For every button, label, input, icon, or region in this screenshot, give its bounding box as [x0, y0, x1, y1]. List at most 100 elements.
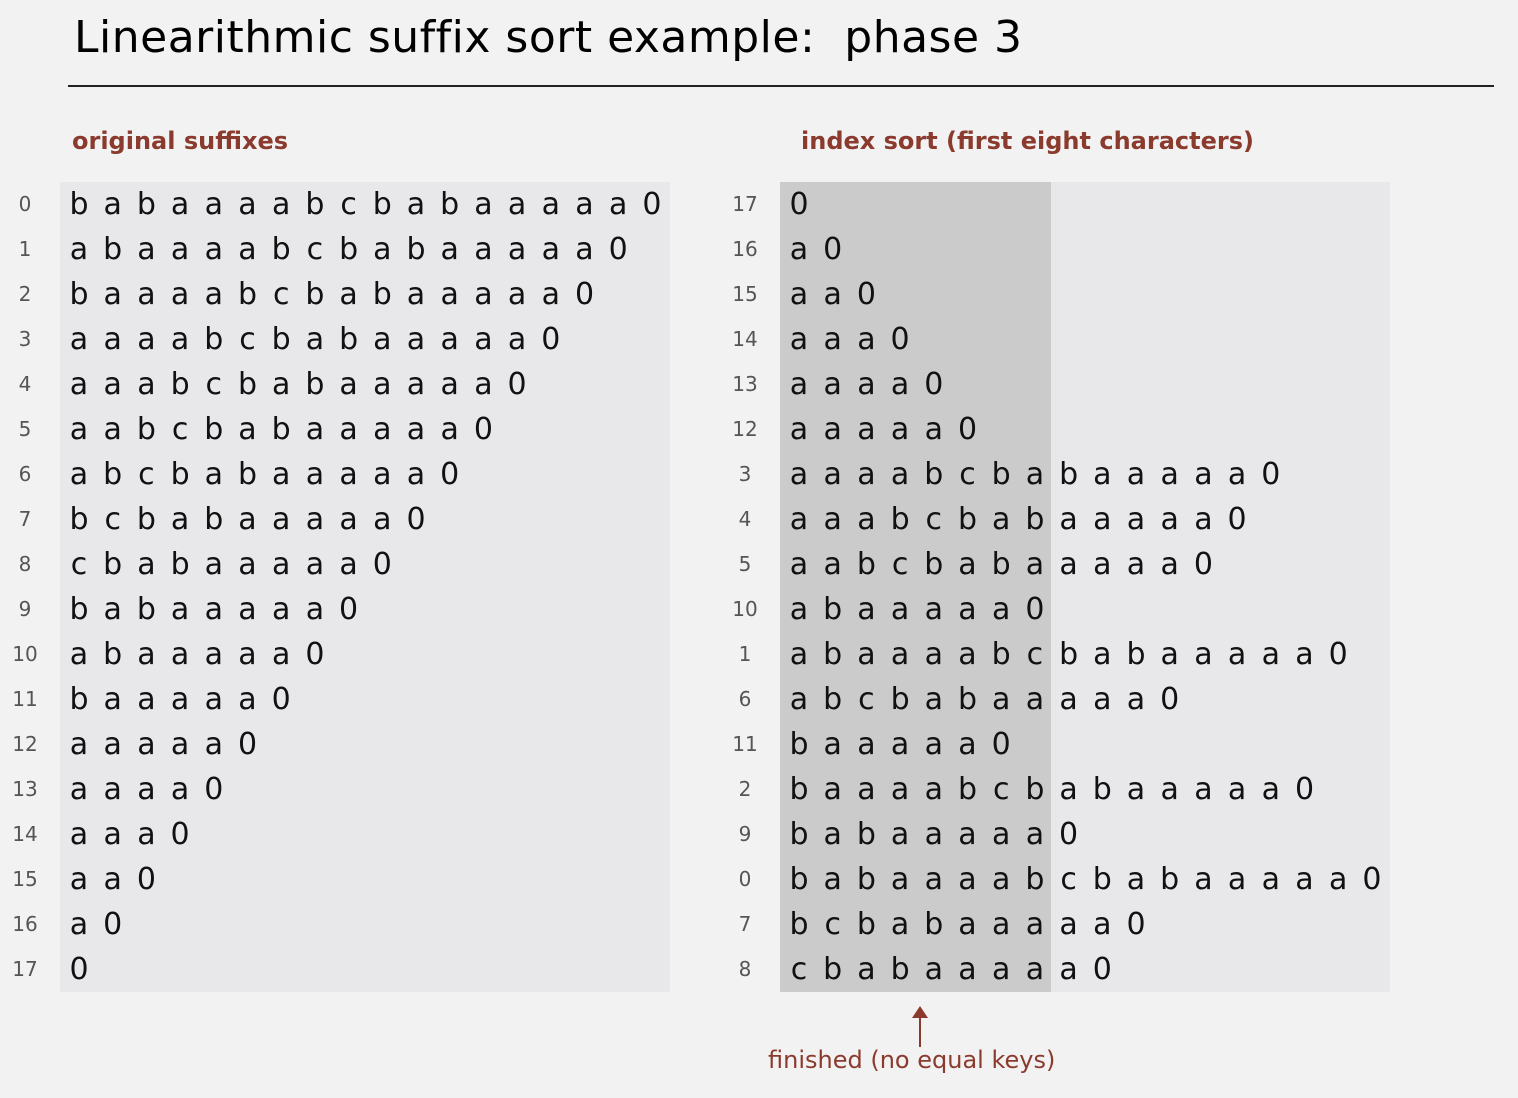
- suffix-char: a: [789, 682, 809, 717]
- suffix-char: b: [823, 637, 843, 672]
- suffix-char: a: [170, 637, 190, 672]
- suffix-char: a: [440, 322, 459, 357]
- suffix-index: 14: [732, 327, 758, 351]
- suffix-index: 16: [732, 237, 758, 261]
- suffix-char: b: [237, 367, 258, 402]
- suffix-char: a: [238, 592, 257, 627]
- suffix-char: a: [1160, 547, 1179, 582]
- suffix-char: a: [1194, 862, 1213, 897]
- suffix-char: a: [1025, 907, 1045, 942]
- suffix-char: a: [857, 457, 876, 492]
- suffix-char: a: [857, 592, 876, 627]
- suffix-char: a: [69, 637, 89, 672]
- suffix-char: a: [238, 412, 257, 447]
- suffix-char: b: [991, 637, 1011, 672]
- suffix-char: a: [890, 412, 910, 447]
- suffix-index: 6: [738, 687, 752, 711]
- suffix-char: b: [1025, 502, 1045, 537]
- suffix-char: 0: [1092, 952, 1112, 987]
- suffix-char: a: [339, 367, 358, 402]
- suffix-char: a: [541, 187, 560, 222]
- suffix-char: a: [103, 367, 122, 402]
- suffix-char: a: [958, 862, 977, 897]
- suffix-char: 0: [1227, 502, 1247, 537]
- suffix-char: a: [1126, 502, 1146, 537]
- suffix-index: 10: [732, 597, 758, 621]
- suffix-char: a: [406, 322, 426, 357]
- suffix-char: a: [238, 637, 257, 672]
- suffix-char: a: [204, 547, 223, 582]
- suffix-char: b: [170, 457, 190, 492]
- suffix-char: a: [69, 862, 89, 897]
- suffix-char: a: [339, 277, 358, 312]
- suffix-char: a: [958, 952, 977, 987]
- suffix-char: a: [789, 412, 809, 447]
- suffix-char: a: [1126, 682, 1146, 717]
- suffix-char: a: [924, 412, 943, 447]
- suffix-char: a: [474, 187, 493, 222]
- suffix-char: 0: [507, 367, 527, 402]
- suffix-char: b: [69, 682, 89, 717]
- suffix-char: a: [789, 637, 809, 672]
- suffix-char: b: [440, 187, 460, 222]
- suffix-char: a: [204, 232, 223, 267]
- suffix-char: b: [69, 187, 89, 222]
- suffix-char: a: [507, 187, 527, 222]
- suffix-char: b: [339, 232, 359, 267]
- suffix-char: c: [306, 232, 324, 267]
- suffix-index: 15: [12, 867, 38, 891]
- suffix-char: a: [170, 682, 190, 717]
- suffix-char: a: [924, 637, 943, 672]
- suffix-char: 0: [823, 232, 843, 267]
- suffix-char: 0: [305, 637, 325, 672]
- suffix-char: 0: [1328, 637, 1348, 672]
- suffix-char: b: [204, 322, 224, 357]
- suffix-char: b: [1126, 637, 1146, 672]
- suffix-char: a: [69, 367, 89, 402]
- suffix-index: 6: [18, 462, 32, 486]
- suffix-char: a: [1059, 952, 1078, 987]
- suffix-char: b: [924, 547, 944, 582]
- suffix-char: a: [69, 772, 89, 807]
- suffix-index: 5: [18, 417, 32, 441]
- suffix-char: a: [507, 232, 527, 267]
- page-title: Linearithmic suffix sort example: phase …: [74, 12, 1023, 63]
- suffix-char: a: [991, 862, 1011, 897]
- suffix-char: 0: [642, 187, 662, 222]
- suffix-char: a: [991, 502, 1011, 537]
- suffix-char: 0: [608, 232, 628, 267]
- suffix-char: b: [136, 592, 156, 627]
- suffix-char: a: [924, 862, 943, 897]
- suffix-char: 0: [406, 502, 426, 537]
- suffix-char: a: [958, 637, 977, 672]
- suffix-char: a: [170, 772, 190, 807]
- suffix-char: b: [957, 772, 978, 807]
- suffix-char: a: [991, 682, 1011, 717]
- suffix-char: a: [137, 772, 156, 807]
- suffix-char: a: [305, 547, 325, 582]
- suffix-char: a: [103, 862, 122, 897]
- suffix-char: a: [271, 457, 291, 492]
- suffix-char: a: [406, 457, 426, 492]
- suffix-index: 3: [18, 327, 32, 351]
- suffix-char: c: [824, 907, 841, 942]
- suffix-char: a: [69, 232, 89, 267]
- suffix-char: 0: [473, 412, 493, 447]
- suffix-char: a: [440, 232, 459, 267]
- suffix-char: 0: [789, 187, 809, 222]
- suffix-char: a: [137, 727, 156, 762]
- suffix-char: a: [541, 277, 560, 312]
- suffix-char: a: [170, 322, 190, 357]
- suffix-char: 0: [1160, 682, 1180, 717]
- suffix-char: 0: [237, 727, 258, 762]
- suffix-char: a: [170, 502, 190, 537]
- suffix-char: b: [823, 682, 843, 717]
- suffix-char: a: [204, 277, 223, 312]
- suffix-char: a: [1025, 817, 1045, 852]
- suffix-index: 11: [12, 687, 38, 711]
- suffix-char: c: [992, 772, 1010, 807]
- suffix-char: a: [1093, 682, 1112, 717]
- suffix-index: 8: [738, 957, 752, 981]
- suffix-char: a: [857, 367, 876, 402]
- suffix-index: 4: [18, 372, 32, 396]
